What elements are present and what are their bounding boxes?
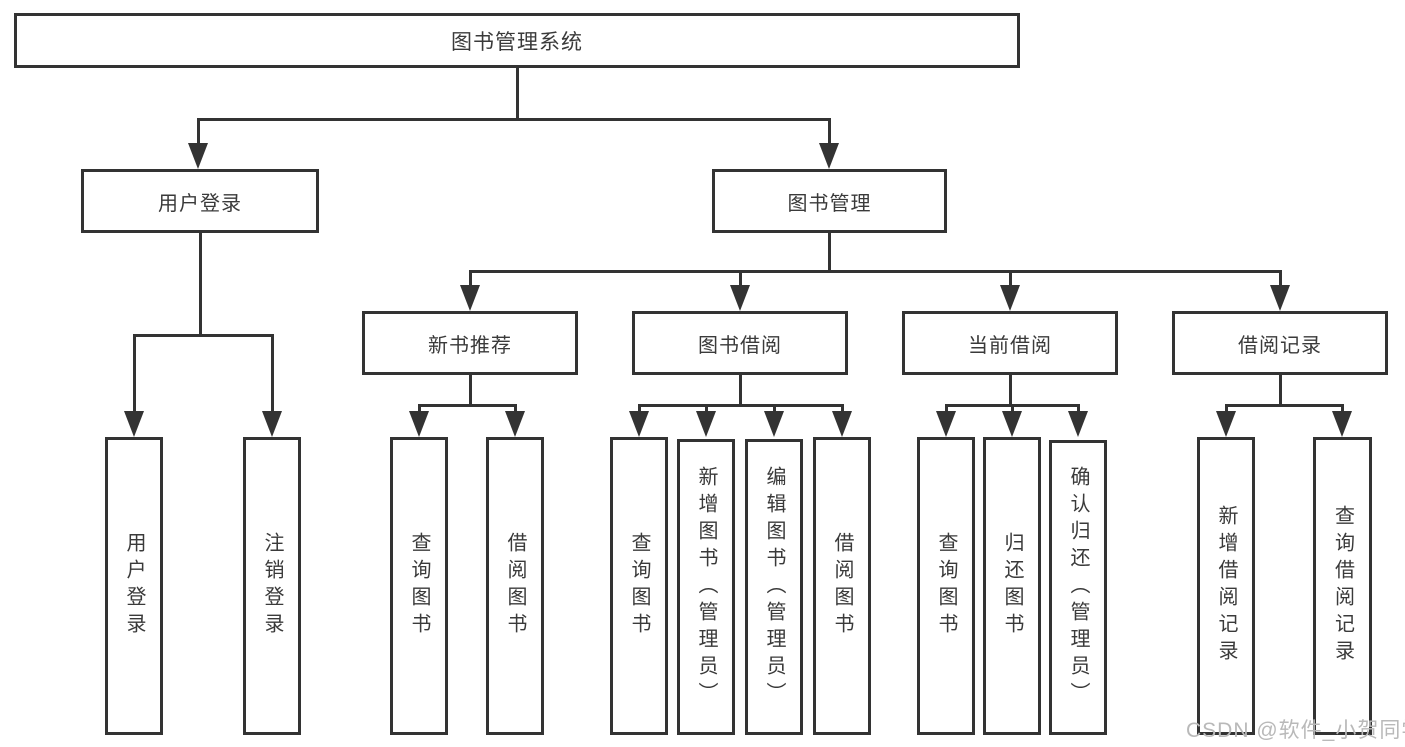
connector-to-cb-query [945, 404, 948, 416]
node-root-label: 图书管理系统 [451, 30, 583, 54]
node-bb-add-books: 新增图书（管理员） [677, 439, 735, 735]
connector-to-current-borrowing [1009, 270, 1012, 288]
node-borrowing-records: 借阅记录 [1172, 311, 1388, 375]
connector-current-borrowing-stem [1009, 375, 1012, 407]
connector-to-nbr-borrow [514, 404, 517, 416]
arrowhead-user-login [188, 143, 208, 169]
arrowhead-bb-borrow [832, 411, 852, 437]
arrowhead-bb-query [629, 411, 649, 437]
node-bb-edit-books: 编辑图书（管理员） [745, 439, 803, 735]
node-root: 图书管理系统 [14, 13, 1020, 68]
node-cb-return-books: 归还图书 [983, 437, 1041, 735]
arrowhead-current-borrowing [1000, 285, 1020, 311]
node-book-management: 图书管理 [712, 169, 947, 233]
arrowhead-bb-add [696, 411, 716, 437]
node-ul-user-login: 用户登录 [105, 437, 163, 735]
node-cb-query-books-label: 查询图书 [935, 532, 957, 640]
node-bb-borrow-books: 借阅图书 [813, 437, 871, 735]
node-borrowing-records-label: 借阅记录 [1238, 334, 1322, 357]
connector-to-bb-borrow [841, 404, 844, 416]
connector-to-cb-confirm [1077, 404, 1080, 416]
connector-new-book-rec-stem [469, 375, 472, 407]
node-cb-confirm-return: 确认归还（管理员） [1049, 440, 1107, 735]
connector-new-book-rec-split [418, 404, 517, 407]
connector-to-br-query [1341, 404, 1344, 416]
node-bb-borrow-books-label: 借阅图书 [831, 532, 853, 640]
node-new-book-rec-label: 新书推荐 [428, 334, 512, 357]
arrowhead-cb-query [936, 411, 956, 437]
node-br-query-record-label: 查询借阅记录 [1331, 505, 1354, 667]
node-bb-query-books: 查询图书 [610, 437, 668, 735]
node-user-login: 用户登录 [81, 169, 319, 233]
connector-root-stem [516, 68, 519, 120]
csdn-watermark: CSDN @软件_小贺同学 [1186, 719, 1405, 742]
node-current-borrowing: 当前借阅 [902, 311, 1118, 375]
node-book-management-label: 图书管理 [787, 192, 872, 215]
node-nbr-borrow-books: 借阅图书 [486, 437, 544, 735]
arrowhead-borrowing-records [1270, 285, 1290, 311]
node-cb-query-books: 查询图书 [917, 437, 975, 735]
node-nbr-query-books-label: 查询图书 [408, 532, 430, 640]
node-br-add-record-label: 新增借阅记录 [1215, 505, 1237, 667]
node-nbr-query-books: 查询图书 [390, 437, 448, 735]
node-cb-return-books-label: 归还图书 [1001, 532, 1023, 640]
node-bb-query-books-label: 查询图书 [628, 532, 650, 640]
arrowhead-br-query [1332, 411, 1352, 437]
arrowhead-book-management [819, 143, 839, 169]
connector-book-management-split [469, 270, 1282, 273]
connector-to-nbr-query [418, 404, 421, 416]
connector-to-book-management [828, 118, 831, 148]
node-ul-logout-label: 注销登录 [261, 532, 283, 640]
node-nbr-borrow-books-label: 借阅图书 [504, 532, 526, 640]
node-bb-add-books-label: 新增图书（管理员） [695, 465, 717, 709]
connector-book-management-stem [828, 233, 831, 273]
arrowhead-new-book-rec [460, 285, 480, 311]
connector-user-login-split [133, 334, 274, 337]
connector-to-bb-edit [773, 404, 776, 416]
node-user-login-label: 用户登录 [158, 192, 242, 215]
arrowhead-ul-logout [262, 411, 282, 437]
arrowhead-book-borrowing [730, 285, 750, 311]
connector-to-bb-add [705, 404, 708, 416]
connector-borrowing-records-stem [1279, 375, 1282, 407]
node-book-borrowing-label: 图书借阅 [698, 334, 782, 357]
connector-root-split [197, 118, 831, 121]
node-current-borrowing-label: 当前借阅 [968, 334, 1052, 357]
arrowhead-br-add [1216, 411, 1236, 437]
arrowhead-nbr-query [409, 411, 429, 437]
connector-to-bb-query [638, 404, 641, 416]
connector-to-cb-return [1011, 404, 1014, 416]
arrowhead-cb-return [1002, 411, 1022, 437]
arrowhead-nbr-borrow [505, 411, 525, 437]
node-cb-confirm-return-label: 确认归还（管理员） [1067, 466, 1089, 709]
node-ul-user-login-label: 用户登录 [123, 532, 145, 640]
connector-to-user-login [197, 118, 200, 148]
connector-borrowing-records-split [1225, 404, 1343, 407]
node-ul-logout: 注销登录 [243, 437, 301, 735]
node-new-book-rec: 新书推荐 [362, 311, 578, 375]
arrowhead-ul-user-login [124, 411, 144, 437]
arrowhead-bb-edit [764, 411, 784, 437]
connector-user-login-stem [199, 233, 202, 337]
node-bb-edit-books-label: 编辑图书（管理员） [763, 465, 785, 709]
connector-to-new-book-rec [469, 270, 472, 288]
node-br-query-record: 查询借阅记录 [1313, 437, 1372, 735]
node-book-borrowing: 图书借阅 [632, 311, 848, 375]
node-br-add-record: 新增借阅记录 [1197, 437, 1255, 735]
connector-to-ul-user-login [133, 334, 136, 414]
connector-to-borrowing-records [1279, 270, 1282, 288]
arrowhead-cb-confirm [1068, 411, 1088, 437]
connector-book-borrowing-stem [739, 375, 742, 407]
connector-to-ul-logout [271, 334, 274, 414]
connector-to-book-borrowing [739, 270, 742, 288]
connector-book-borrowing-split [638, 404, 843, 407]
connector-to-br-add [1225, 404, 1228, 416]
